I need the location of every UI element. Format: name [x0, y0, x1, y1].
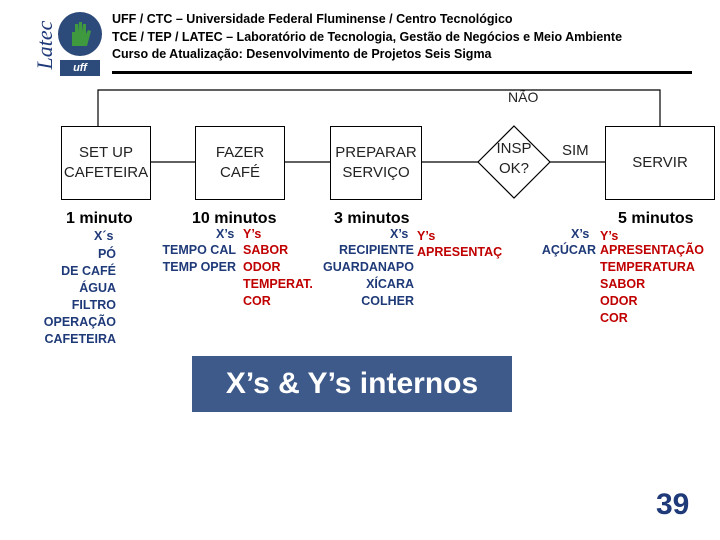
servir-xs-list: AÇÚCAR	[542, 242, 596, 259]
fazer-y-item: ODOR	[243, 260, 281, 274]
header-divider	[112, 71, 692, 74]
banner-text: X’s & Y’s internos	[225, 367, 479, 400]
step-setup-cafeteira: SET UP CAFETEIRA	[61, 126, 151, 200]
preparar-xs-label: X’s	[390, 227, 409, 241]
step-servir-line1: SERVIR	[632, 154, 688, 171]
uff-badge: uff	[60, 60, 100, 76]
time-preparar: 3 minutos	[334, 210, 410, 227]
header-line-3: Curso de Atualização: Desenvolvimento de…	[112, 47, 492, 61]
servir-y-item: ODOR	[600, 294, 638, 308]
step-fazer-line1: FAZER	[215, 144, 265, 161]
internal-xy-banner: X’s & Y’s internos	[192, 356, 512, 412]
step-setup-line1: SET UP	[79, 144, 133, 161]
decision-line1: INSP	[496, 140, 532, 157]
time-fazer: 10 minutos	[192, 210, 277, 227]
step-preparar-line1: PREPARAR	[335, 144, 417, 161]
logo-emblem	[58, 12, 102, 56]
fazer-x-item: TEMPO CAL	[162, 243, 236, 257]
page-number: 39	[656, 488, 690, 521]
setup-x-item: OPERAÇÃO	[43, 315, 116, 329]
servir-y-item: SABOR	[600, 277, 646, 291]
step-fazer-cafe: FAZER CAFÉ	[195, 126, 285, 200]
setup-x-item: DE CAFÉ	[61, 264, 116, 278]
hand-icon	[72, 22, 91, 46]
nao-label: NÃO	[508, 89, 539, 105]
servir-x-item: AÇÚCAR	[541, 243, 596, 257]
preparar-ys-label: Y’s	[417, 229, 436, 243]
fazer-y-item: SABOR	[243, 243, 289, 257]
decision-diamond	[477, 125, 551, 199]
preparar-ys-list: APRESENTAÇ	[417, 244, 502, 261]
header-line-2: TCE / TEP / LATEC – Laboratório de Tecno…	[112, 30, 623, 44]
fazer-y-item: COR	[243, 294, 271, 308]
fazer-xs-label: X’s	[216, 227, 235, 241]
header-line-1: UFF / CTC – Universidade Federal Flumine…	[112, 12, 513, 26]
setup-x-item: FILTRO	[71, 298, 116, 312]
setup-x-item: CAFETEIRA	[44, 332, 116, 346]
servir-ys-list: APRESENTAÇÃO TEMPERATURA SABOR ODOR COR	[600, 242, 704, 327]
time-setup: 1 minuto	[66, 210, 133, 227]
fazer-ys-label: Y’s	[243, 227, 262, 241]
preparar-x-item: GUARDANAPO	[323, 260, 414, 274]
fazer-x-item: TEMP OPER	[162, 260, 236, 274]
decision-label: INSP OK?	[476, 139, 552, 179]
preparar-x-item: COLHER	[361, 294, 414, 308]
sim-label: SIM	[562, 142, 589, 159]
servir-y-item: TEMPERATURA	[600, 260, 695, 274]
preparar-x-item: RECIPIENTE	[338, 243, 414, 257]
preparar-x-item: XÍCARA	[366, 277, 414, 291]
servir-ys-label: Y’s	[600, 229, 619, 243]
setup-xs-list: PÓ DE CAFÉ ÁGUA FILTRO OPERAÇÃO CAFETEIR…	[44, 246, 116, 348]
servir-y-item: APRESENTAÇÃO	[600, 243, 704, 257]
logo: Latec uff	[32, 6, 102, 76]
setup-x-item: PÓ	[97, 247, 116, 261]
fazer-y-item: TEMPERAT.	[243, 277, 313, 291]
step-setup-line2: CAFETEIRA	[63, 164, 149, 181]
preparar-xs-list: RECIPIENTE GUARDANAPO XÍCARA COLHER	[306, 242, 414, 310]
setup-xs-label: X´s	[94, 229, 114, 243]
servir-y-item: COR	[600, 311, 628, 325]
servir-xs-label: X’s	[571, 227, 590, 241]
fazer-ys-list: SABOR ODOR TEMPERAT. COR	[243, 242, 313, 310]
nao-loop-line	[97, 89, 661, 142]
setup-x-item: ÁGUA	[79, 281, 116, 295]
step-fazer-line2: CAFÉ	[219, 164, 260, 181]
fazer-xs-list: TEMPO CAL TEMP OPER	[162, 242, 236, 276]
step-servir: SERVIR	[605, 126, 715, 200]
decision-line2: OK?	[498, 160, 529, 177]
time-servir: 5 minutos	[618, 210, 694, 227]
step-preparar-line2: SERVIÇO	[342, 164, 410, 181]
step-preparar-servico: PREPARAR SERVIÇO	[330, 126, 422, 200]
preparar-y-item: APRESENTAÇ	[417, 245, 503, 259]
